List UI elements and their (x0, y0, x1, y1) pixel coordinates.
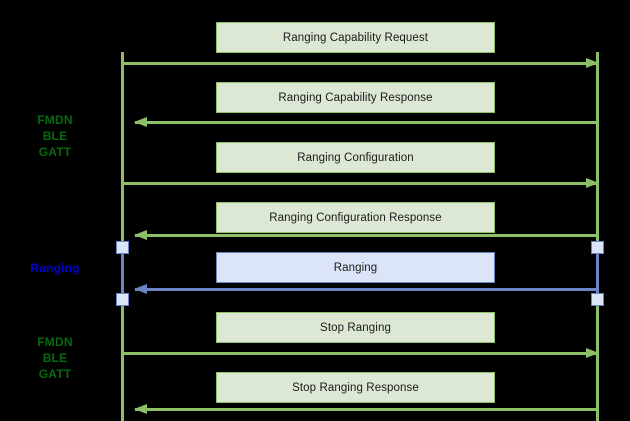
arrowhead-right-icon (586, 178, 599, 188)
phase-label-gatt-bottom: FMDN BLE GATT (37, 335, 73, 381)
message-box-stop-ranging: Stop Ranging (216, 312, 495, 343)
right-lifeline (596, 52, 599, 421)
right-activation-start-marker (591, 241, 604, 254)
message-arrow-stop-ranging-response (134, 404, 597, 414)
right-activation-bar (596, 247, 599, 299)
phase-label-ranging: Ranging (30, 261, 80, 275)
message-arrow-ranging (134, 284, 597, 294)
arrowhead-left-icon (134, 230, 147, 240)
right-activation-end-marker (591, 293, 604, 306)
arrowhead-left-icon (134, 404, 147, 414)
arrowhead-left-icon (134, 117, 147, 127)
left-activation-bar (121, 247, 124, 299)
left-activation-start-marker (116, 241, 129, 254)
message-box-ranging: Ranging (216, 252, 495, 283)
message-arrow-ranging-capability-request (122, 58, 599, 68)
message-box-ranging-capability-response: Ranging Capability Response (216, 82, 495, 113)
message-box-ranging-configuration: Ranging Configuration (216, 142, 495, 173)
arrowhead-right-icon (586, 58, 599, 68)
message-box-ranging-capability-request: Ranging Capability Request (216, 22, 495, 53)
message-arrow-ranging-configuration-response (134, 230, 597, 240)
message-box-stop-ranging-response: Stop Ranging Response (216, 372, 495, 403)
message-arrow-ranging-capability-response (134, 117, 597, 127)
left-activation-end-marker (116, 293, 129, 306)
arrowhead-right-icon (586, 348, 599, 358)
message-box-ranging-configuration-response: Ranging Configuration Response (216, 202, 495, 233)
message-arrow-stop-ranging (122, 348, 599, 358)
message-arrow-ranging-configuration (122, 178, 599, 188)
left-lifeline (121, 52, 124, 421)
phase-label-gatt-top: FMDN BLE GATT (37, 113, 73, 159)
arrowhead-left-icon (134, 284, 147, 294)
